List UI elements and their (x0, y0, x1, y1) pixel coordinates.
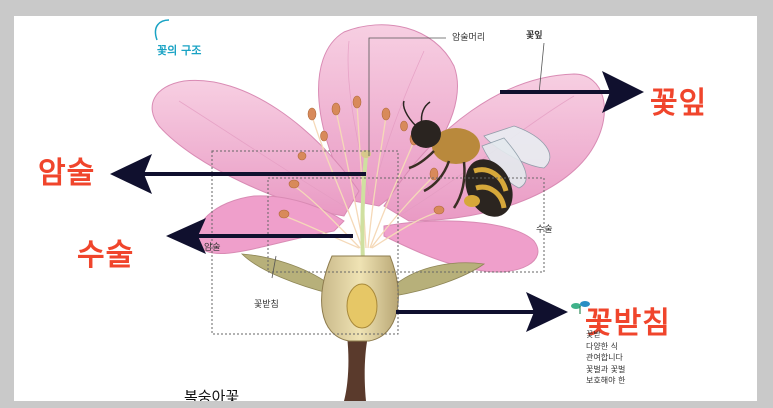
big-label-receptacle: 꽃받침 (585, 306, 671, 341)
section-title: 꽃의 구조 (157, 44, 202, 57)
stem (344, 336, 368, 401)
pistil-head-leader (368, 37, 446, 156)
arrow-receptacle-head (526, 292, 568, 332)
sepal-right (393, 262, 486, 297)
bee (402, 100, 551, 217)
stamen-dotted-box (267, 177, 545, 273)
sprout-icon (571, 301, 590, 314)
big-label-stamen: 수술 (77, 238, 135, 273)
petal-left (151, 79, 360, 217)
flower-diagram (110, 19, 644, 401)
petal-lower-right (383, 220, 539, 273)
ovary (346, 283, 378, 329)
textbook-page: 꽃의 구조 암술머리 꽃잎 수술 암술 꽃받침 암술 수술 꽃잎 꽃받침 복숭아… (14, 16, 757, 401)
arrow-pistil-head (110, 154, 152, 194)
side-paragraph: 꽃받 다양한 식 관여합니다 꽃벌과 꽃벌 보호해야 한 (586, 329, 625, 387)
arrow-petal-head (602, 71, 644, 113)
big-label-pistil: 암술 (38, 156, 96, 191)
stamen-callout: 수술 (536, 225, 553, 235)
receptacle-callout: 꽃받침 (254, 300, 279, 310)
side-line: 꽃받 (586, 330, 601, 339)
side-line: 다양한 식 (586, 341, 618, 351)
petal-leader (538, 42, 545, 95)
pistil-callout: 암술 (204, 243, 221, 253)
side-line: 관여합니다 (586, 353, 623, 362)
title-bracket (154, 19, 170, 41)
side-line: 보호해야 한 (586, 376, 626, 385)
petal-callout: 꽃잎 (526, 31, 543, 41)
big-label-petal: 꽃잎 (650, 86, 708, 121)
receptacle-leader (271, 255, 277, 279)
pistil-dotted-box (211, 150, 399, 335)
pistil-head-callout: 암술머리 (452, 33, 486, 43)
figure-caption: 복숭아꽃 (184, 388, 240, 401)
arrow-stamen-head (166, 218, 206, 254)
side-line: 꽃벌과 꽃벌 (586, 364, 626, 374)
sepal-left (240, 253, 333, 295)
